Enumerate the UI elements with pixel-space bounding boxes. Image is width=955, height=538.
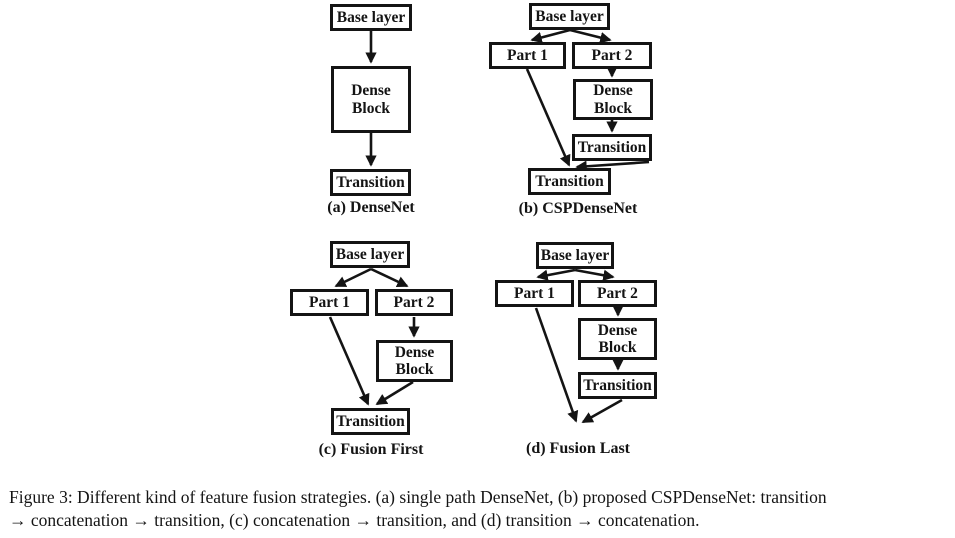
b-base-layer-node: Base layer <box>529 3 610 30</box>
d-base-layer-node: Base layer <box>536 242 614 269</box>
d-title: (d) Fusion Last <box>525 440 631 457</box>
a-title: (a) DenseNet <box>327 199 415 216</box>
a-transition-node: Transition <box>330 169 411 196</box>
d-dense-block-node: Dense Block <box>578 318 657 360</box>
c-title: (c) Fusion First <box>318 441 424 458</box>
b-title: (b) CSPDenseNet <box>518 200 638 217</box>
edge-b-base-to-part1 <box>530 28 571 44</box>
edge-b-part1-to-transition-lower <box>525 68 571 167</box>
c-part2-node: Part 2 <box>375 289 453 316</box>
b-part2-node: Part 2 <box>572 42 652 69</box>
a-base-layer-node: Base layer <box>330 4 412 31</box>
b-transition-lower-node: Transition <box>528 168 611 195</box>
edge-b-base-to-part2 <box>569 28 612 44</box>
d-part2-node: Part 2 <box>578 280 657 307</box>
edge-d-transition-to-concat-point <box>581 398 623 424</box>
b-transition-upper-node: Transition <box>572 134 652 161</box>
edge-c-dense-to-transition <box>375 380 414 406</box>
edge-c-part1-to-transition <box>328 316 370 406</box>
c-transition-node: Transition <box>331 408 410 435</box>
c-part1-node: Part 1 <box>290 289 369 316</box>
d-part1-node: Part 1 <box>495 280 574 307</box>
edge-b-transition-upper-to-transition-lower <box>575 160 650 173</box>
d-transition-node: Transition <box>578 372 657 399</box>
edge-d-part1-to-concat-point <box>534 307 579 423</box>
edge-c-base-to-part1 <box>334 267 372 288</box>
edge-d-base-to-part1 <box>536 268 576 281</box>
edge-c-base-to-part2 <box>370 267 409 288</box>
figure-caption: Figure 3: Different kind of feature fusi… <box>9 486 951 532</box>
a-dense-block-node: Dense Block <box>331 66 411 133</box>
b-part1-node: Part 1 <box>489 42 566 69</box>
c-base-layer-node: Base layer <box>330 241 410 268</box>
figure-caption-line1: Figure 3: Different kind of feature fusi… <box>9 487 827 507</box>
edge-d-base-to-part2 <box>574 268 615 281</box>
b-dense-block-node: Dense Block <box>573 79 653 120</box>
c-dense-block-node: Dense Block <box>376 340 453 382</box>
figure-caption-line2: → concatenation → transition, (c) concat… <box>9 510 700 530</box>
